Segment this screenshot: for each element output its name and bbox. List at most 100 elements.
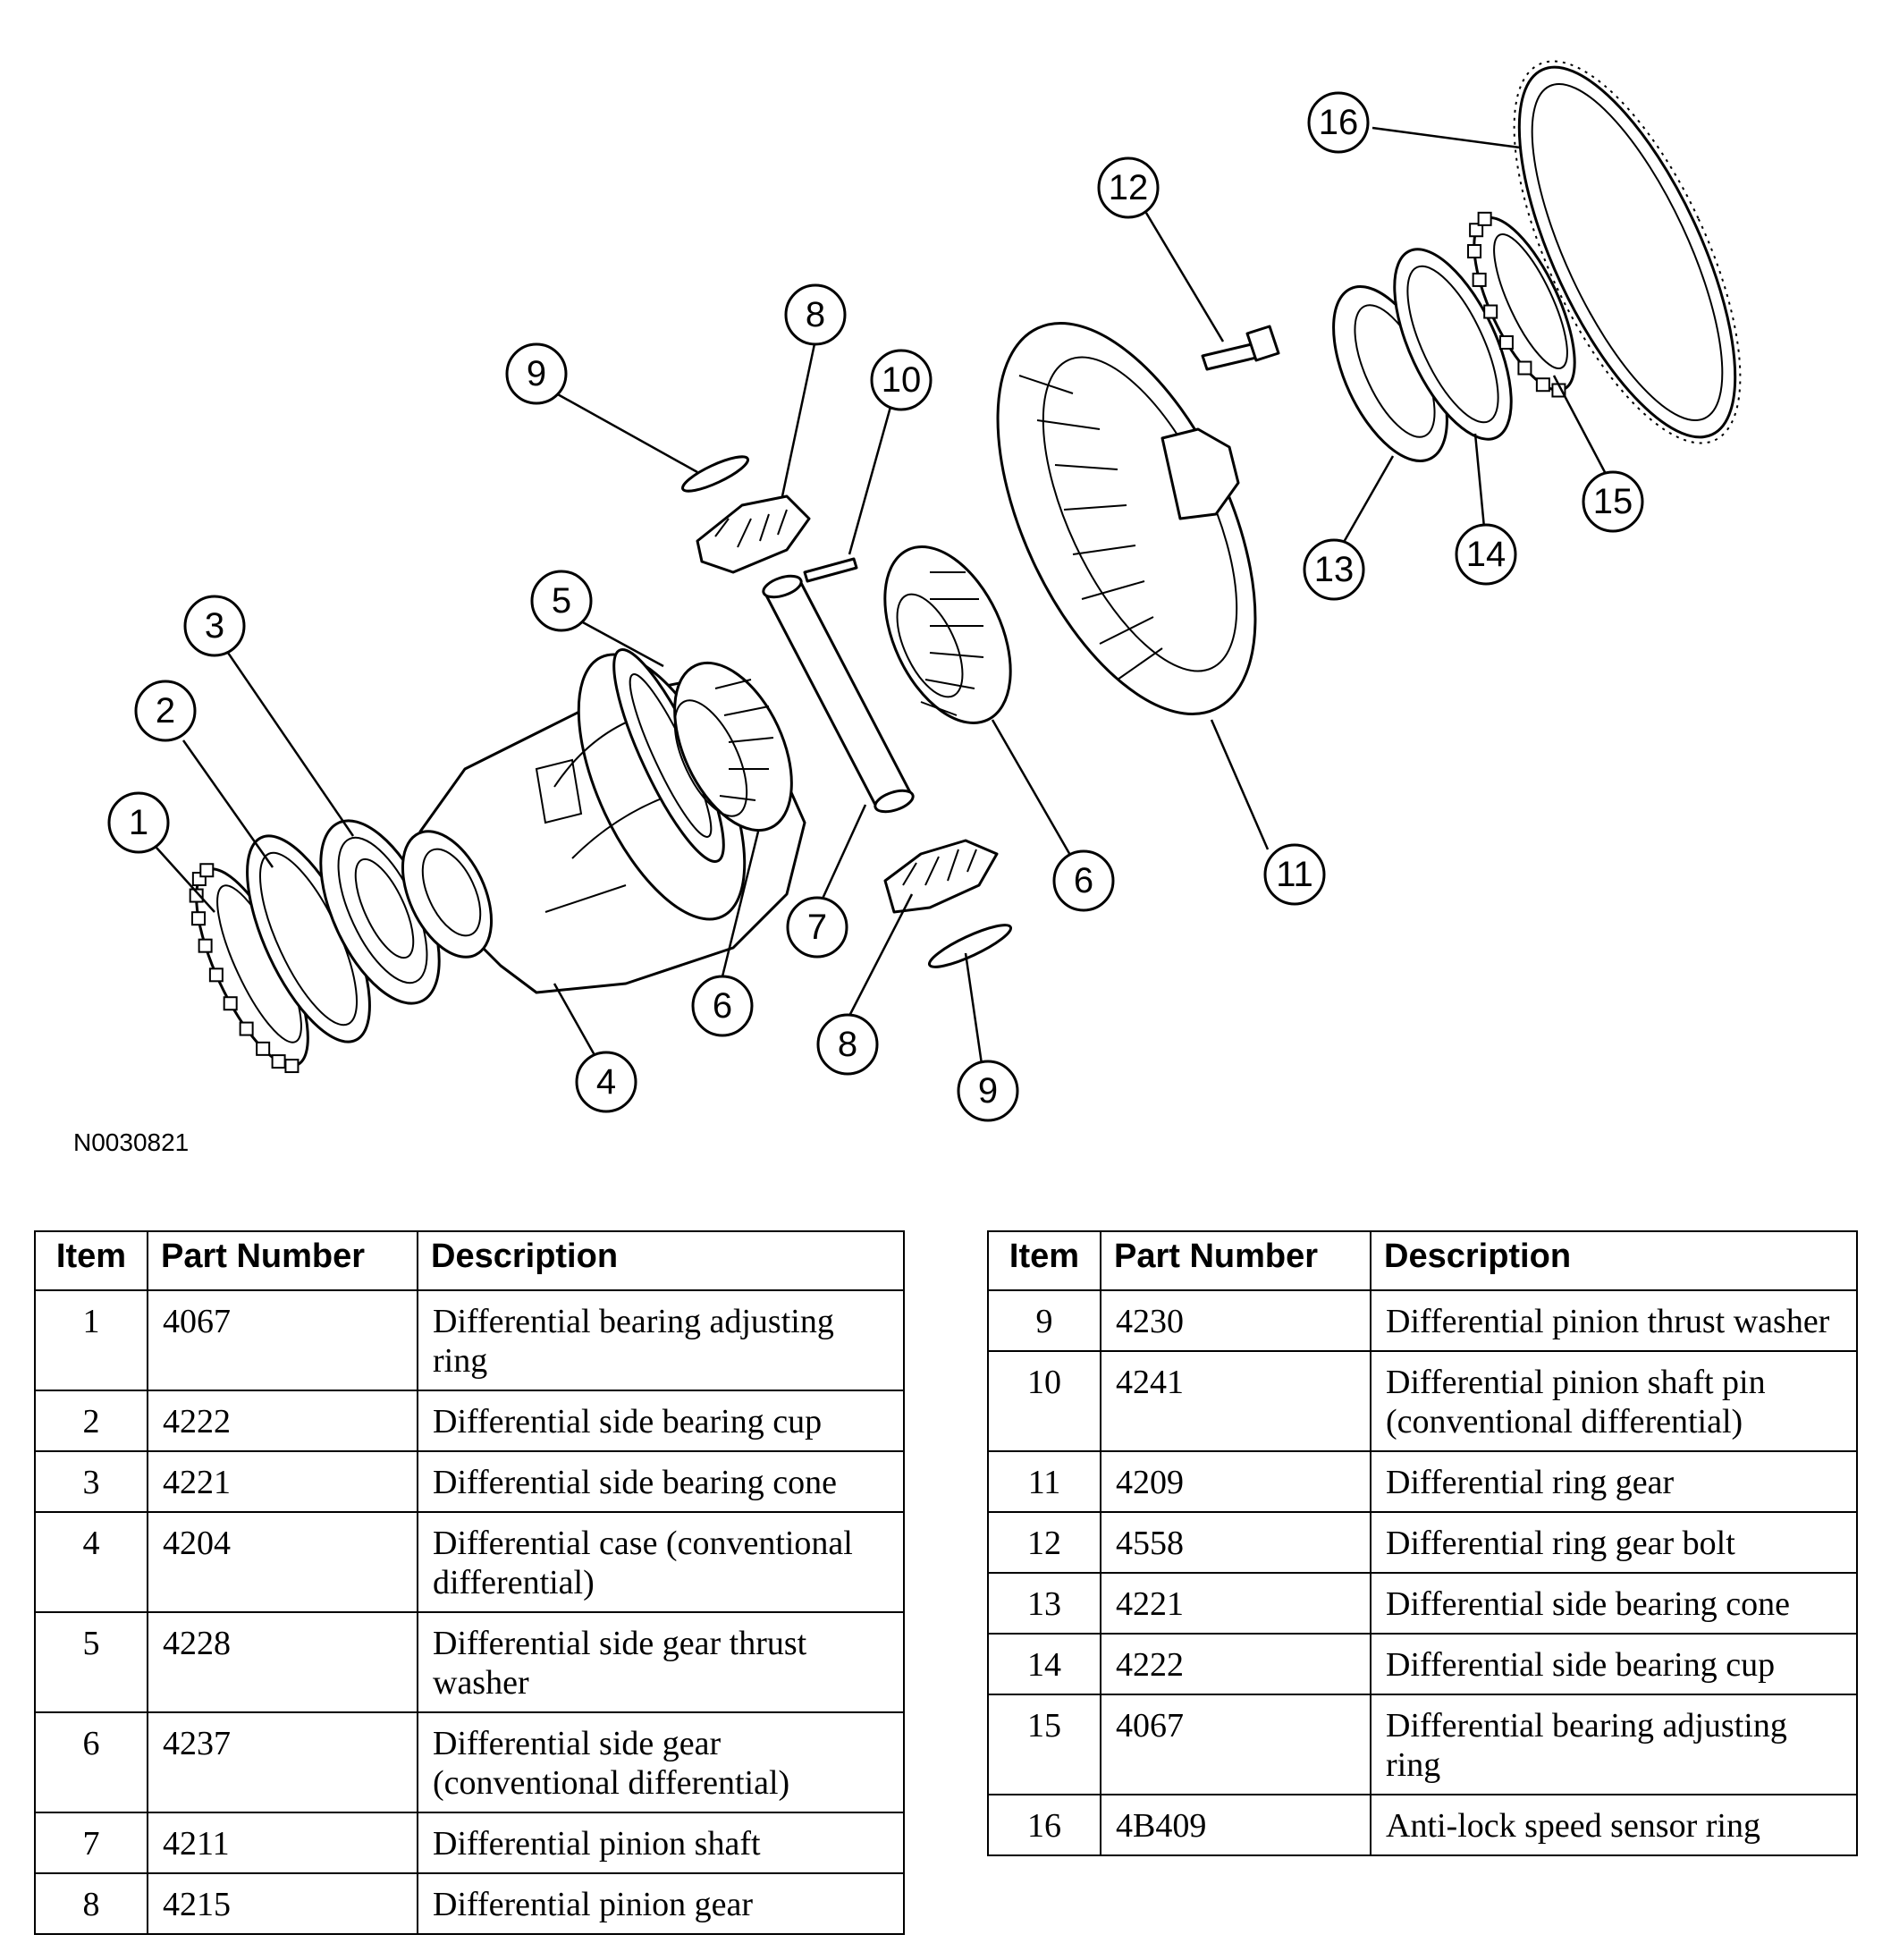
item-cell: 13 bbox=[987, 1572, 1101, 1635]
description-cell: Differential pinion shaft pin (conventio… bbox=[1370, 1350, 1858, 1452]
svg-text:4: 4 bbox=[596, 1062, 616, 1102]
part-number-cell: 4209 bbox=[1100, 1450, 1372, 1513]
description-cell: Differential bearing adjusting ring bbox=[1370, 1694, 1858, 1795]
callout-13: 13 bbox=[1303, 538, 1365, 601]
description-cell: Differential case (conventional differen… bbox=[417, 1511, 905, 1613]
table-header-row: Item Part Number Description bbox=[987, 1230, 1858, 1291]
svg-text:5: 5 bbox=[552, 581, 571, 621]
callout-8-lower: 8 bbox=[816, 1013, 879, 1076]
callout-9-lower: 9 bbox=[957, 1060, 1019, 1122]
part-number-cell: 4222 bbox=[1100, 1633, 1372, 1695]
callout-3: 3 bbox=[183, 595, 246, 657]
callout-12: 12 bbox=[1097, 156, 1160, 219]
part-ring-gear bbox=[996, 322, 1257, 715]
callout-8-upper: 8 bbox=[784, 283, 847, 346]
ring-lug bbox=[1467, 244, 1482, 259]
part-number-cell: 4558 bbox=[1100, 1511, 1372, 1574]
item-cell: 7 bbox=[34, 1812, 148, 1874]
column-header-item: Item bbox=[987, 1230, 1101, 1291]
part-pinion-gear-lower bbox=[883, 839, 999, 914]
description-cell: Differential side gear thrust washer bbox=[417, 1611, 905, 1713]
column-header-part-number: Part Number bbox=[147, 1230, 418, 1291]
part-number-cell: 4221 bbox=[147, 1450, 418, 1513]
svg-text:10: 10 bbox=[882, 360, 922, 400]
part-number-cell: 4067 bbox=[147, 1289, 418, 1391]
item-cell: 3 bbox=[34, 1450, 148, 1513]
callout-2: 2 bbox=[134, 680, 197, 742]
figure-id: N0030821 bbox=[73, 1128, 190, 1156]
callout-10: 10 bbox=[870, 349, 933, 411]
ring-lug bbox=[198, 938, 213, 953]
description-cell: Differential side bearing cup bbox=[1370, 1633, 1858, 1695]
ring-lug bbox=[199, 863, 215, 878]
ring-lug bbox=[189, 888, 204, 903]
ring-lug bbox=[284, 1059, 300, 1074]
part-number-cell: 4204 bbox=[147, 1511, 418, 1613]
svg-text:12: 12 bbox=[1109, 168, 1149, 207]
callout-1: 1 bbox=[107, 791, 170, 854]
part-shaft-pin bbox=[803, 557, 858, 583]
callout-4: 4 bbox=[575, 1051, 637, 1113]
svg-text:6: 6 bbox=[1074, 861, 1093, 900]
description-cell: Differential pinion thrust washer bbox=[1370, 1289, 1858, 1352]
svg-text:8: 8 bbox=[838, 1025, 857, 1064]
description-cell: Anti-lock speed sensor ring bbox=[1370, 1794, 1858, 1856]
callout-15: 15 bbox=[1582, 470, 1644, 533]
svg-text:6: 6 bbox=[713, 986, 732, 1026]
part-number-cell: 4237 bbox=[147, 1711, 418, 1813]
item-cell: 6 bbox=[34, 1711, 148, 1813]
part-adjusting-ring-left bbox=[189, 863, 309, 1074]
part-bearing-cup-right bbox=[1393, 248, 1513, 441]
svg-text:8: 8 bbox=[806, 295, 825, 334]
ring-lug bbox=[1535, 377, 1550, 393]
part-number-cell: 4067 bbox=[1100, 1694, 1372, 1795]
part-side-gear-right bbox=[883, 545, 1012, 724]
part-number-cell: 4222 bbox=[147, 1390, 418, 1452]
part-side-gear-left bbox=[673, 661, 793, 832]
callout-6-left: 6 bbox=[691, 975, 754, 1037]
table-header-row: Item Part Number Description bbox=[34, 1230, 905, 1291]
item-cell: 4 bbox=[34, 1511, 148, 1613]
part-number-cell: 4228 bbox=[147, 1611, 418, 1713]
ring-lug bbox=[1498, 334, 1514, 350]
item-cell: 16 bbox=[987, 1794, 1101, 1856]
description-cell: Differential side gear (conventional dif… bbox=[417, 1711, 905, 1813]
callout-5: 5 bbox=[530, 570, 593, 632]
ring-lug bbox=[271, 1054, 286, 1069]
description-cell: Differential side bearing cone bbox=[417, 1450, 905, 1513]
item-cell: 5 bbox=[34, 1611, 148, 1713]
ring-lug bbox=[190, 911, 206, 926]
part-number-cell: 4230 bbox=[1100, 1289, 1372, 1352]
description-cell: Differential ring gear bolt bbox=[1370, 1511, 1858, 1574]
ring-lug bbox=[1472, 272, 1487, 287]
svg-text:11: 11 bbox=[1276, 855, 1313, 894]
callout-7: 7 bbox=[786, 896, 848, 959]
part-number-cell: 4B409 bbox=[1100, 1794, 1372, 1856]
description-cell: Differential side bearing cone bbox=[1370, 1572, 1858, 1635]
item-cell: 2 bbox=[34, 1390, 148, 1452]
item-cell: 15 bbox=[987, 1694, 1101, 1795]
svg-text:13: 13 bbox=[1314, 550, 1355, 589]
item-cell: 8 bbox=[34, 1872, 148, 1935]
item-cell: 1 bbox=[34, 1289, 148, 1391]
ring-lug bbox=[256, 1041, 271, 1056]
description-cell: Differential side bearing cup bbox=[417, 1390, 905, 1452]
item-cell: 11 bbox=[987, 1450, 1101, 1513]
column-header-item: Item bbox=[34, 1230, 148, 1291]
svg-text:7: 7 bbox=[807, 908, 827, 947]
callout-11: 11 bbox=[1263, 843, 1326, 906]
ring-lug bbox=[223, 996, 238, 1011]
item-cell: 10 bbox=[987, 1350, 1101, 1452]
part-pinion-gear-upper bbox=[696, 494, 811, 574]
svg-text:2: 2 bbox=[156, 691, 175, 731]
part-pinion-thrust-washer-upper bbox=[681, 455, 749, 493]
